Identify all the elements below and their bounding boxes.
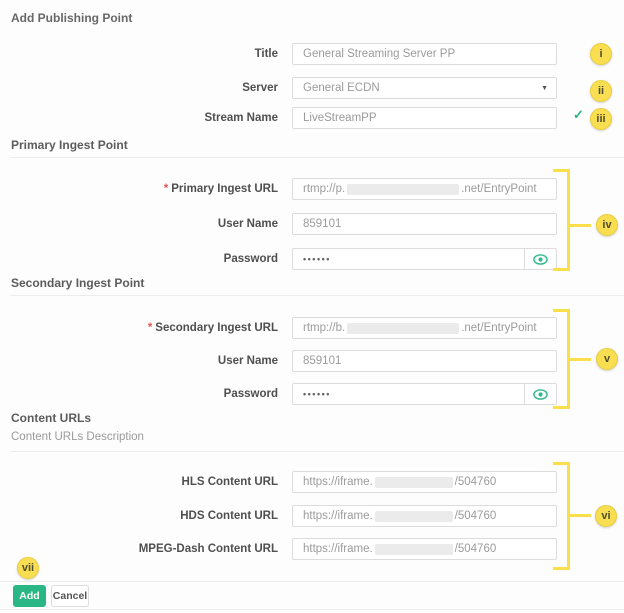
hls-url-input[interactable]: https://iframe./504760: [292, 471, 557, 493]
divider: [11, 295, 624, 296]
redacted-text: [347, 322, 460, 334]
secondary-password-label: Password: [223, 388, 278, 400]
stream-name-input[interactable]: LiveStreamPP: [292, 107, 557, 129]
mpeg-dash-url-row: MPEG-Dash Content URL https://iframe./50…: [0, 538, 600, 560]
annotation-bracket-v: [553, 309, 570, 409]
server-row: Server General ECDN ▼: [0, 77, 600, 99]
primary-password-input[interactable]: ••••••: [292, 248, 557, 270]
divider: [11, 451, 624, 452]
secondary-url-row: *Secondary Ingest URL rtmp://b..net/Entr…: [0, 317, 600, 339]
divider: [11, 157, 624, 158]
required-asterisk: *: [163, 183, 169, 195]
server-select[interactable]: General ECDN ▼: [292, 77, 557, 99]
secondary-url-input[interactable]: rtmp://b..net/EntryPoint: [292, 317, 557, 339]
annotation-circle-ii: ii: [590, 80, 612, 102]
mpeg-dash-url-input[interactable]: https://iframe./504760: [292, 538, 557, 560]
annotation-circle-vi: vi: [595, 505, 617, 527]
primary-password-value: ••••••: [303, 254, 331, 264]
stream-name-label: Stream Name: [204, 112, 278, 124]
content-section-title: Content URLs: [11, 411, 91, 425]
primary-user-row: User Name 859101: [0, 213, 600, 235]
primary-user-value: 859101: [303, 218, 342, 230]
annotation-circle-v: v: [596, 348, 618, 370]
stream-name-value: LiveStreamPP: [303, 112, 377, 124]
secondary-url-label: *Secondary Ingest URL: [147, 322, 278, 334]
secondary-password-row: Password ••••••: [0, 383, 600, 405]
annotation-bracket-arm: [570, 358, 591, 361]
divider: [0, 581, 624, 582]
annotation-circle-i: i: [590, 43, 612, 65]
mpeg-dash-url-value: https://iframe./504760: [303, 543, 497, 555]
add-button[interactable]: Add: [13, 585, 46, 607]
valid-check-icon: ✓: [573, 107, 584, 122]
primary-url-label: *Primary Ingest URL: [163, 183, 278, 195]
primary-user-input[interactable]: 859101: [292, 213, 557, 235]
redacted-text: [374, 476, 453, 488]
annotation-circle-iii: iii: [590, 108, 612, 130]
primary-url-value: rtmp://p..net/EntryPoint: [303, 183, 537, 195]
hls-url-label: HLS Content URL: [181, 476, 278, 488]
hds-url-label: HDS Content URL: [180, 510, 278, 522]
secondary-user-value: 859101: [303, 355, 342, 367]
secondary-user-row: User Name 859101: [0, 350, 600, 372]
content-section-description: Content URLs Description: [11, 431, 144, 443]
secondary-password-value: ••••••: [303, 389, 331, 399]
server-label: Server: [242, 82, 278, 94]
title-value: General Streaming Server PP: [303, 48, 456, 60]
hds-url-value: https://iframe./504760: [303, 510, 497, 522]
eye-icon: [533, 388, 548, 400]
stream-name-row: Stream Name LiveStreamPP: [0, 107, 600, 129]
chevron-down-icon: ▼: [541, 84, 548, 92]
secondary-user-input[interactable]: 859101: [292, 350, 557, 372]
cancel-button[interactable]: Cancel: [51, 585, 89, 607]
page-title: Add Publishing Point: [11, 11, 133, 25]
annotation-circle-iv: iv: [596, 214, 618, 236]
primary-user-label: User Name: [217, 218, 278, 230]
title-input[interactable]: General Streaming Server PP: [292, 43, 557, 65]
annotation-bracket-iv: [553, 169, 570, 271]
secondary-password-input[interactable]: ••••••: [292, 383, 557, 405]
hds-url-row: HDS Content URL https://iframe./504760: [0, 505, 600, 527]
show-password-button[interactable]: [524, 384, 556, 404]
primary-section-title: Primary Ingest Point: [11, 138, 128, 152]
title-row: Title General Streaming Server PP: [0, 43, 600, 65]
annotation-bracket-arm: [570, 224, 591, 227]
annotation-circle-vii: vii: [17, 557, 39, 579]
show-password-button[interactable]: [524, 249, 556, 269]
secondary-url-value: rtmp://b..net/EntryPoint: [303, 322, 537, 334]
annotation-bracket-vi: [553, 462, 570, 570]
required-asterisk: *: [147, 322, 153, 334]
hds-url-input[interactable]: https://iframe./504760: [292, 505, 557, 527]
primary-url-input[interactable]: rtmp://p..net/EntryPoint: [292, 178, 557, 200]
title-label: Title: [254, 48, 278, 60]
hls-url-row: HLS Content URL https://iframe./504760: [0, 471, 600, 493]
secondary-user-label: User Name: [217, 355, 278, 367]
mpeg-dash-url-label: MPEG-Dash Content URL: [138, 543, 278, 555]
secondary-section-title: Secondary Ingest Point: [11, 276, 145, 290]
primary-password-label: Password: [223, 253, 278, 265]
hls-url-value: https://iframe./504760: [303, 476, 497, 488]
primary-url-row: *Primary Ingest URL rtmp://p..net/EntryP…: [0, 178, 600, 200]
divider: [0, 609, 624, 610]
server-value: General ECDN: [303, 82, 380, 94]
redacted-text: [374, 510, 453, 522]
primary-password-row: Password ••••••: [0, 248, 600, 270]
annotation-bracket-arm: [570, 514, 591, 517]
redacted-text: [347, 183, 460, 195]
eye-icon: [533, 253, 548, 265]
redacted-text: [374, 543, 453, 555]
